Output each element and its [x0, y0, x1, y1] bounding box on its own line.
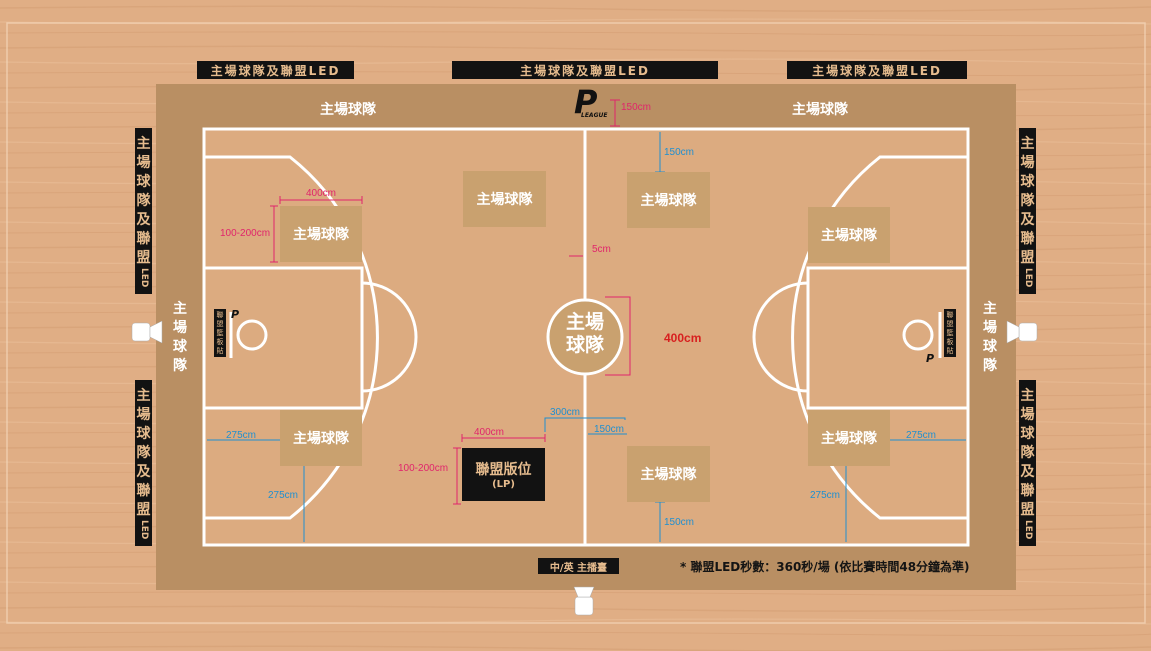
left-key: [202, 266, 364, 410]
left-ft-arc: [361, 281, 418, 393]
lp-title: 聯盟版位: [475, 462, 532, 478]
dim-275-left-v: 275cm: [268, 490, 299, 501]
dim-400-upper-left: 400cm: [306, 188, 337, 199]
bottom-camera-lens: [573, 586, 595, 598]
dim-150-mid: 150cm: [594, 424, 625, 435]
dim-100-200-lp: 100-200cm: [398, 463, 449, 474]
league-lp-box: 聯盟版位 (LP): [462, 448, 545, 501]
center-circle: [546, 298, 624, 376]
zone-left-upper: 主場球隊: [280, 206, 362, 262]
dim-275-right-h: 275cm: [906, 430, 937, 441]
apron-label-top-left: 主場球隊: [320, 102, 376, 118]
zone-left-lower: 主場球隊: [280, 410, 362, 466]
led-seconds-note: * 聯盟LED秒數：360秒/場 (依比賽時間48分鐘為準): [680, 560, 970, 574]
dim-275-left-h: 275cm: [226, 430, 257, 441]
led-banner-top-right: 主場球隊及聯盟LED: [787, 61, 967, 79]
dim-line-400-center: [605, 296, 631, 376]
right-rim-logo-icon: P: [926, 352, 935, 365]
right-rim: [902, 319, 934, 351]
bottom-camera-body: [574, 596, 594, 616]
right-ft-arc: [752, 281, 809, 393]
left-three-point-line: [204, 155, 379, 520]
league-board-right: 聯盟籃板貼: [944, 309, 956, 357]
left-camera-lens: [149, 320, 163, 344]
league-logo: P LEAGUE: [574, 83, 608, 121]
left-camera-body: [131, 322, 151, 342]
apron-label-left: 主場球隊: [173, 301, 187, 374]
right-key: [806, 266, 970, 410]
left-rim-logo-icon: P: [231, 308, 240, 321]
league-board-left: 聯盟籃板貼: [214, 309, 226, 357]
dim-400-lp: 400cm: [474, 427, 505, 438]
dim-150-upper: 150cm: [664, 147, 695, 158]
zone-right-upper: 主場球隊: [808, 207, 890, 263]
dim-150-top: 150cm: [621, 102, 652, 113]
right-camera-body: [1018, 322, 1038, 342]
lp-subtitle: (LP): [492, 479, 515, 490]
dim-300: 300cm: [550, 407, 581, 418]
announcer-table: 中/英 主播臺: [538, 558, 619, 574]
zone-right-lower: 主場球隊: [808, 410, 890, 466]
zone-center-left-upper: 主場球隊: [463, 171, 546, 227]
zone-center-right-lower: 主場球隊: [627, 446, 710, 502]
left-rim: [236, 319, 268, 351]
center-circle-label: 主場 球隊: [565, 311, 604, 356]
dim-275-right-v: 275cm: [810, 490, 841, 501]
apron-label-right: 主場球隊: [983, 301, 997, 374]
apron-label-top-right: 主場球隊: [792, 102, 848, 118]
dim-100-200-upper: 100-200cm: [220, 228, 271, 239]
led-banner-top-left: 主場球隊及聯盟LED: [197, 61, 354, 79]
dim-5: 5cm: [592, 244, 611, 255]
right-camera-lens: [1006, 320, 1020, 344]
zone-center-right-upper: 主場球隊: [627, 172, 710, 228]
dim-150-bottom: 150cm: [664, 517, 695, 528]
led-banner-top-center: 主場球隊及聯盟LED: [452, 61, 718, 79]
right-three-point-line: [791, 155, 968, 520]
dim-400-center: 400cm: [664, 331, 702, 345]
outer-frame: [6, 22, 1146, 624]
